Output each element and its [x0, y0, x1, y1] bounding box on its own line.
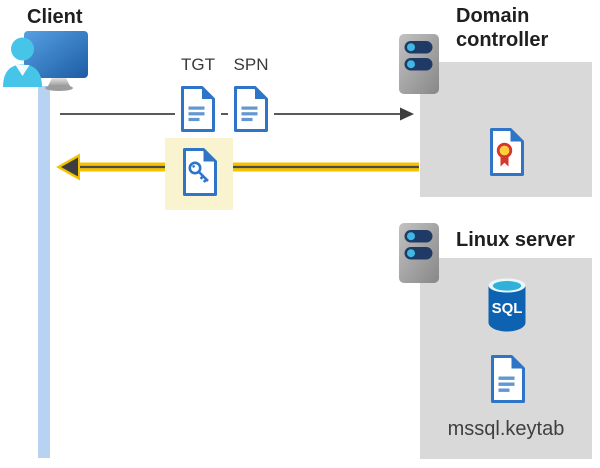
- document-icon: [234, 85, 268, 132]
- sql-label: SQL: [492, 300, 523, 317]
- certificate-document-icon: [490, 128, 524, 176]
- domain-controller-label: Domain controller: [456, 5, 549, 51]
- key-document-icon: [183, 148, 217, 196]
- document-icon: [181, 85, 215, 132]
- spn-document-wrap: [228, 82, 274, 135]
- keytab-label: mssql.keytab: [447, 418, 565, 440]
- sql-database-icon: SQL: [488, 278, 526, 332]
- server-icon: [399, 223, 439, 283]
- tgt-document-wrap: [175, 82, 221, 135]
- server-icon: [399, 34, 439, 94]
- tgt-label: TGT: [181, 55, 215, 74]
- client-lifeline-bar: [38, 86, 50, 458]
- response-arrow: [56, 153, 419, 181]
- keytab-document-icon: [491, 355, 525, 403]
- linux-server-label: Linux server: [456, 229, 575, 251]
- client-label: Client: [27, 6, 83, 28]
- key-glyph: [188, 161, 209, 183]
- client-user-monitor-icon: [3, 31, 88, 91]
- spn-label: SPN: [233, 55, 269, 74]
